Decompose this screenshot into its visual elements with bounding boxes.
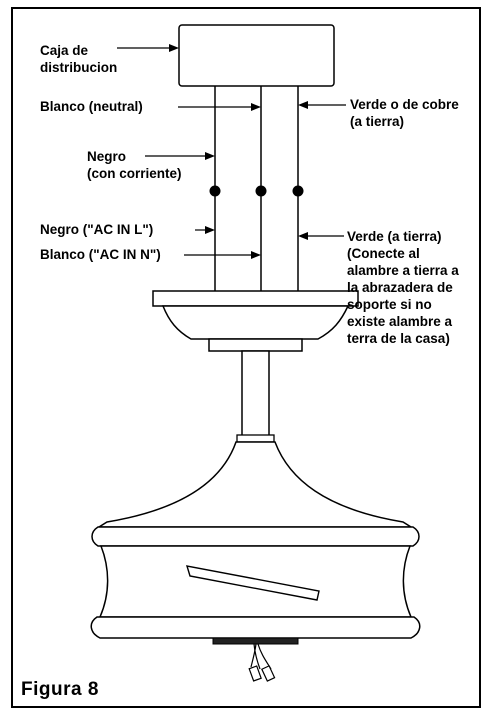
figure-frame: Caja de distribucion Blanco (neutral) Ve… xyxy=(11,7,481,708)
figure-caption: Figura 8 xyxy=(21,679,99,700)
canopy-top-plate xyxy=(152,290,359,307)
label-junction-box: Caja de distribucion xyxy=(40,43,118,75)
label-green-copper-ground: Verde o de cobre (a tierra) xyxy=(350,97,459,129)
green-wire-connector xyxy=(292,185,304,197)
label-white-ac-in-n: Blanco ("AC IN N") xyxy=(40,247,161,262)
downrod xyxy=(241,350,270,441)
canopy-bottom-ring xyxy=(208,338,303,352)
label-green-ground-note: Verde (a tierra) (Conecte al alambre a t… xyxy=(347,229,459,346)
bottom-plate xyxy=(212,637,299,645)
white-wire-connector xyxy=(255,185,267,197)
label-black-live: Negro (con corriente) xyxy=(87,149,182,181)
motor-housing-top xyxy=(96,441,414,528)
housing-slot xyxy=(185,565,320,601)
downrod-collar xyxy=(236,434,275,443)
canopy-body xyxy=(161,305,350,340)
label-black-ac-in-l: Negro ("AC IN L") xyxy=(40,222,154,237)
motor-housing-upper-rim xyxy=(91,526,420,547)
label-white-neutral: Blanco (neutral) xyxy=(40,99,143,114)
black-wire-connector xyxy=(209,185,221,197)
lead-wires-with-connectors xyxy=(248,643,276,682)
junction-box xyxy=(178,24,335,87)
motor-housing-lower-rim xyxy=(90,616,421,639)
ceiling-fan-wiring-diagram xyxy=(90,24,421,682)
